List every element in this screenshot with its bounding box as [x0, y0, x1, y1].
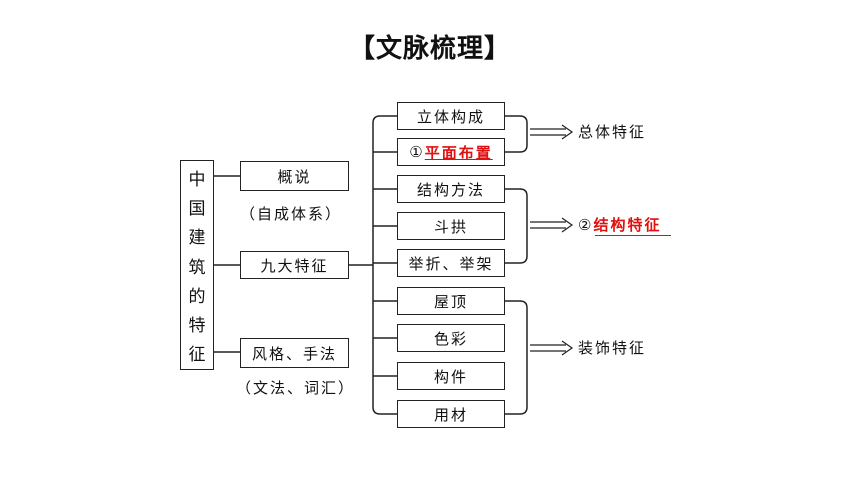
feature-label: 立体构成: [416, 107, 485, 126]
answer-underline: [595, 235, 671, 236]
category-label-answer: 结构特征: [593, 216, 662, 234]
feature-label: 色彩: [433, 329, 468, 348]
feature-label: 用材: [433, 405, 468, 424]
feature-label: 斗拱: [433, 217, 468, 236]
feature-item: 斗拱: [397, 212, 505, 240]
feature-label: 构件: [433, 367, 468, 386]
root-char: 国: [188, 199, 206, 220]
branch-label: 风格、手法: [251, 344, 337, 363]
category-number: ②: [578, 216, 594, 234]
feature-label: 举折、举架: [408, 254, 494, 273]
root-char: 征: [188, 344, 206, 365]
branch-label: 九大特征: [260, 256, 329, 275]
branch-overview-note: （自成体系）: [240, 205, 343, 223]
root-char: 筑: [188, 257, 206, 278]
branch-style: 风格、手法: [240, 338, 349, 368]
feature-number: ①: [409, 143, 425, 161]
branch-nine-features: 九大特征: [240, 251, 349, 279]
branch-label: 概说: [277, 167, 312, 186]
root-char: 建: [188, 228, 206, 249]
category-overall: 总体特征: [578, 123, 647, 141]
root-box: 中 国 建 筑 的 特 征: [180, 160, 214, 370]
root-char: 中: [188, 170, 206, 191]
feature-label: 屋顶: [433, 292, 468, 311]
root-char: 特: [188, 315, 206, 336]
root-char: 的: [188, 286, 206, 307]
feature-item: 立体构成: [397, 102, 505, 130]
category-structure: ②结构特征: [578, 214, 661, 235]
feature-item: 屋顶: [397, 287, 505, 315]
category-decoration: 装饰特征: [578, 339, 647, 357]
feature-item: 结构方法: [397, 175, 505, 203]
feature-item: 举折、举架: [397, 249, 505, 277]
feature-item: 构件: [397, 362, 505, 390]
branch-overview: 概说: [240, 161, 349, 191]
feature-label-answer: 平面布置: [424, 143, 493, 162]
page-title: 【文脉梳理】: [348, 34, 511, 64]
branch-style-note: （文法、词汇）: [236, 379, 356, 397]
feature-label: 结构方法: [416, 180, 485, 199]
feature-item: 色彩: [397, 324, 505, 352]
feature-item: 用材: [397, 400, 505, 428]
